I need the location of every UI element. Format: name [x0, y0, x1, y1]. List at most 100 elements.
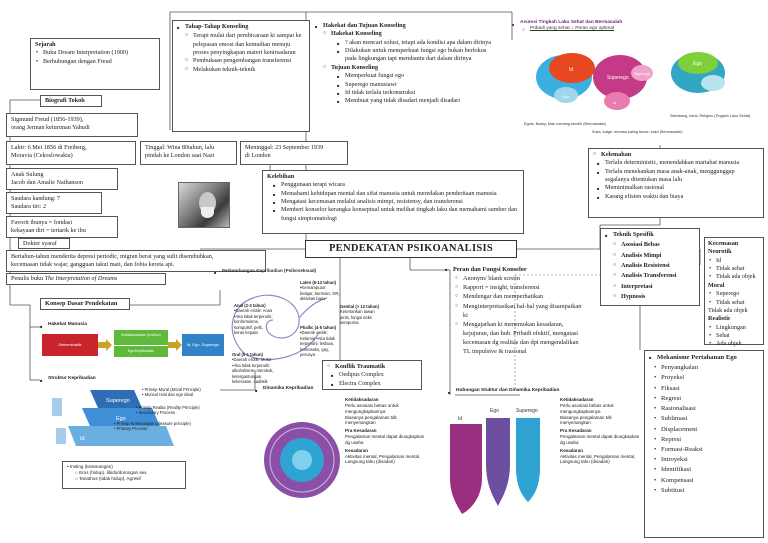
peran-item: Menginterpretasikan hal-hal yang disampa… — [455, 302, 585, 320]
kelebihan-item: Memberi konselor kerangka konseptual unt… — [273, 206, 519, 223]
hubungan-superego-shape — [516, 418, 540, 502]
saudara-box: Saudara kandung: 7 Saudara tiri: 2 — [6, 192, 102, 214]
hubungan-kt1: Perlu asosiasi bebas untuk mengungkapkan… — [560, 402, 614, 414]
eros-line: ○ Eros (hidup), libido/dorongan sex — [75, 469, 147, 475]
dinamika-ketidaksadaran: Ketidaksadaran — [345, 397, 379, 402]
dinamika-ks1: Aktivitas mental, Pengalaman mental, Lan… — [345, 453, 421, 465]
dokter-box: Dokter syaraf — [18, 238, 70, 249]
asumsi-ego-small — [554, 87, 578, 103]
konflik-title: Konflik Traumatik — [327, 363, 417, 371]
tahap-item: Melakukan teknik-teknik — [185, 66, 305, 74]
asumsi-ego-top — [678, 52, 718, 74]
tinggal-line: pindah ke London saat Nazi — [145, 152, 215, 160]
hakekat-manusia-title-wrap: Hakekat Manusia — [40, 322, 87, 330]
sigmund-line: orang Jerman keturunan Yahudi — [11, 124, 90, 132]
mekanisme-box: Mekanisme Pertahanan Ego Penyangkalan Pr… — [644, 350, 764, 538]
stage-oral: Oral (0-1 tahun) •Daerah erotik: Mulut •… — [232, 352, 276, 385]
mekanisme-title: Mekanisme Pertahanan Ego — [649, 353, 759, 363]
asumsi-label-id: Id — [569, 67, 573, 73]
asumsi-label-ego: Ego — [693, 61, 702, 67]
stage-phallic-title: Phallic (4-5 tahun) — [300, 325, 337, 330]
struktur-ego-label: Ego — [116, 416, 126, 422]
asumsi-diagram: Id Ego Superego Id Super-ego Ego Egois, … — [524, 52, 751, 134]
kelemahan-item: Meminimalkan rasional — [597, 184, 759, 192]
bertahun-line: Bertahun-tahun menderita depresi periodi… — [11, 253, 214, 260]
stage-anal-title: Anal (2-3 tahun) — [234, 303, 266, 308]
hubungan-text: Ketidaksadaran Perlu asosiasi bebas untu… — [560, 397, 642, 465]
favorit-line: kekayaan diri = tertarik ke ibu — [11, 227, 86, 235]
dinamika-ring — [269, 427, 335, 493]
asumsi-ego-inner — [701, 75, 725, 91]
hubungan-ks1: Aktivitas mental, Pengalaman mental, Lan… — [560, 453, 636, 465]
struktur-title: Struktur Kepribadian — [40, 376, 96, 384]
mekanisme-item: Fiksasi — [653, 384, 759, 394]
mekanisme-item: Rasionalisasi — [653, 404, 759, 414]
peran-item: Mengajarkan ki menemukan kesadaran, keju… — [455, 320, 585, 357]
sejarah-title: Sejarah — [35, 41, 56, 48]
penulis-box: Penulis buku The Interpretation of Dream… — [6, 273, 166, 285]
kelebihan-box: Kelebihan Penggunaan terapi wicara Memah… — [262, 170, 524, 234]
id-desc-line: • Prinsip Kesenangan (pleasure principle… — [114, 421, 191, 426]
peran-item: Rapport = insight, transferensi — [455, 283, 585, 292]
lahir-line: Moravia (Cekoslowakia) — [11, 152, 73, 160]
asumsi-label-id-small: Id — [613, 100, 616, 105]
hubungan-title-wrap: Hubungan Stuktur dan Dinamika Kepribadia… — [448, 388, 559, 396]
insting-box: • Insting (kesenangan) ○ Eros (hidup), l… — [62, 461, 186, 489]
stage-laten-text: •Kemampuan: belajar, bermain, OR, aktivi… — [300, 285, 340, 302]
kelemahan-title: Kelemahan — [593, 151, 759, 159]
mekanisme-item: Kompensasi — [653, 476, 759, 486]
tahap-title: Tahap-Tahap Konseling — [177, 23, 305, 31]
asumsi-superego-small — [631, 65, 653, 81]
hubungan-pk1: Pengalaman mental dapat diungkapkan dg u… — [560, 434, 640, 445]
hakekat-block: Hakekat dan Tujuan Konseling Hakekat Kon… — [315, 22, 505, 106]
teknik-box: Teknik Spesifik Asosiasi Bebas Analisis … — [600, 228, 700, 306]
asumsi-superego-circle — [593, 55, 647, 99]
tahap-box: Tahap-Tahap Konseling Terapi mulai dari … — [172, 20, 310, 132]
mekanisme-item: Displacement — [653, 425, 759, 435]
hakekat-item: Dilakukan untuk memperkuat fungsi ego bu… — [337, 47, 493, 64]
mekanisme-item: Penyangkalan — [653, 363, 759, 373]
insting-text: Insting (kesenangan) — [69, 464, 113, 469]
kecemasan-box: Kecemasan Neurotik Id Tidak sehat Tidak … — [704, 237, 764, 349]
superego-desc-text: Prinsip Moral (Moral Principle) — [144, 387, 201, 392]
struktur-id-shape — [68, 426, 174, 446]
thanatos-line: ○ Tanathos (tidak hidup), Agresif — [75, 475, 141, 481]
insting-line: • Insting (kesenangan) — [67, 464, 113, 469]
mekanisme-item: Regresi — [653, 394, 759, 404]
konflik-box: Konflik Traumatik Oedipus Complex Electr… — [322, 360, 422, 390]
eros-text: Eros (hidup), libido/dorongan sex — [79, 469, 147, 475]
ketidaksadaran-box: Ketidaksadaran (Instinct) — [114, 330, 168, 345]
anak-sulung-line: Jacob dan Amalie Nathanson — [11, 179, 83, 187]
deterministik-box: Deterministik — [42, 334, 98, 356]
tujuan-item: Id tidak terlalu terkonstruksi — [337, 89, 505, 97]
tujuan-item: Membuat yang tidak disadari menjadi disa… — [337, 97, 505, 105]
arrow-icon — [168, 339, 182, 351]
asumsi-block: Asumsi Tingkah Laku Sehat dan Bermasalah… — [512, 20, 762, 35]
mekanisme-item: Represi — [653, 435, 759, 445]
freud-photo — [178, 182, 230, 228]
hakekat-title: Hakekat dan Tujuan Konseling — [315, 22, 505, 30]
id-desc: • Prinsip Kesenangan (pleasure principle… — [114, 421, 224, 432]
favorit-box: Favorit ibunya = fondasi kekayaan diri =… — [6, 216, 118, 238]
stage-phallic-text: •Daerah erotik: Kelamin •Aka tidak terpe… — [300, 330, 335, 358]
penulis-book: The Interpretation of Dreams — [44, 275, 118, 282]
sigmund-box: Sigmund Freud (1856-1939), orang Jerman … — [6, 113, 138, 137]
kecemasan-g1-item: Tidak sehat — [708, 265, 760, 274]
asumsi-id-inner — [549, 53, 595, 83]
anak-sulung-line: Anak Sulung — [11, 171, 44, 178]
kecemasan-g1: Neurotik — [708, 248, 732, 256]
konsep-title: Konsep Dasar Pendekatan — [40, 298, 130, 310]
hubungan-title: Hubungan Stuktur dan Dinamika Kepribadia… — [448, 388, 559, 396]
struktur-id-label: Id — [80, 436, 85, 442]
saudara-line: Saudara tiri: 2 — [11, 203, 47, 211]
teknik-item: Analisis Mimpi — [613, 252, 695, 260]
struktur-ego-shape — [82, 408, 160, 426]
peran-item: Anonym/ blank screen — [455, 274, 585, 283]
dinamika-kt1: Perlu asosiasi bebas untuk mengungkapkan… — [345, 402, 399, 414]
kecemasan-g2: Moral — [708, 281, 725, 289]
kecemasan-g2-extra: Tidak ada objek — [708, 306, 748, 314]
biografi-title: Biografi Tokoh — [40, 95, 102, 107]
superego-desc: • Prinsip Moral (Moral Principle) • Munc… — [142, 387, 242, 398]
mekanisme-item: Sublimasi — [653, 414, 759, 424]
hakekat-manusia-title: Hakekat Manusia — [40, 322, 87, 330]
